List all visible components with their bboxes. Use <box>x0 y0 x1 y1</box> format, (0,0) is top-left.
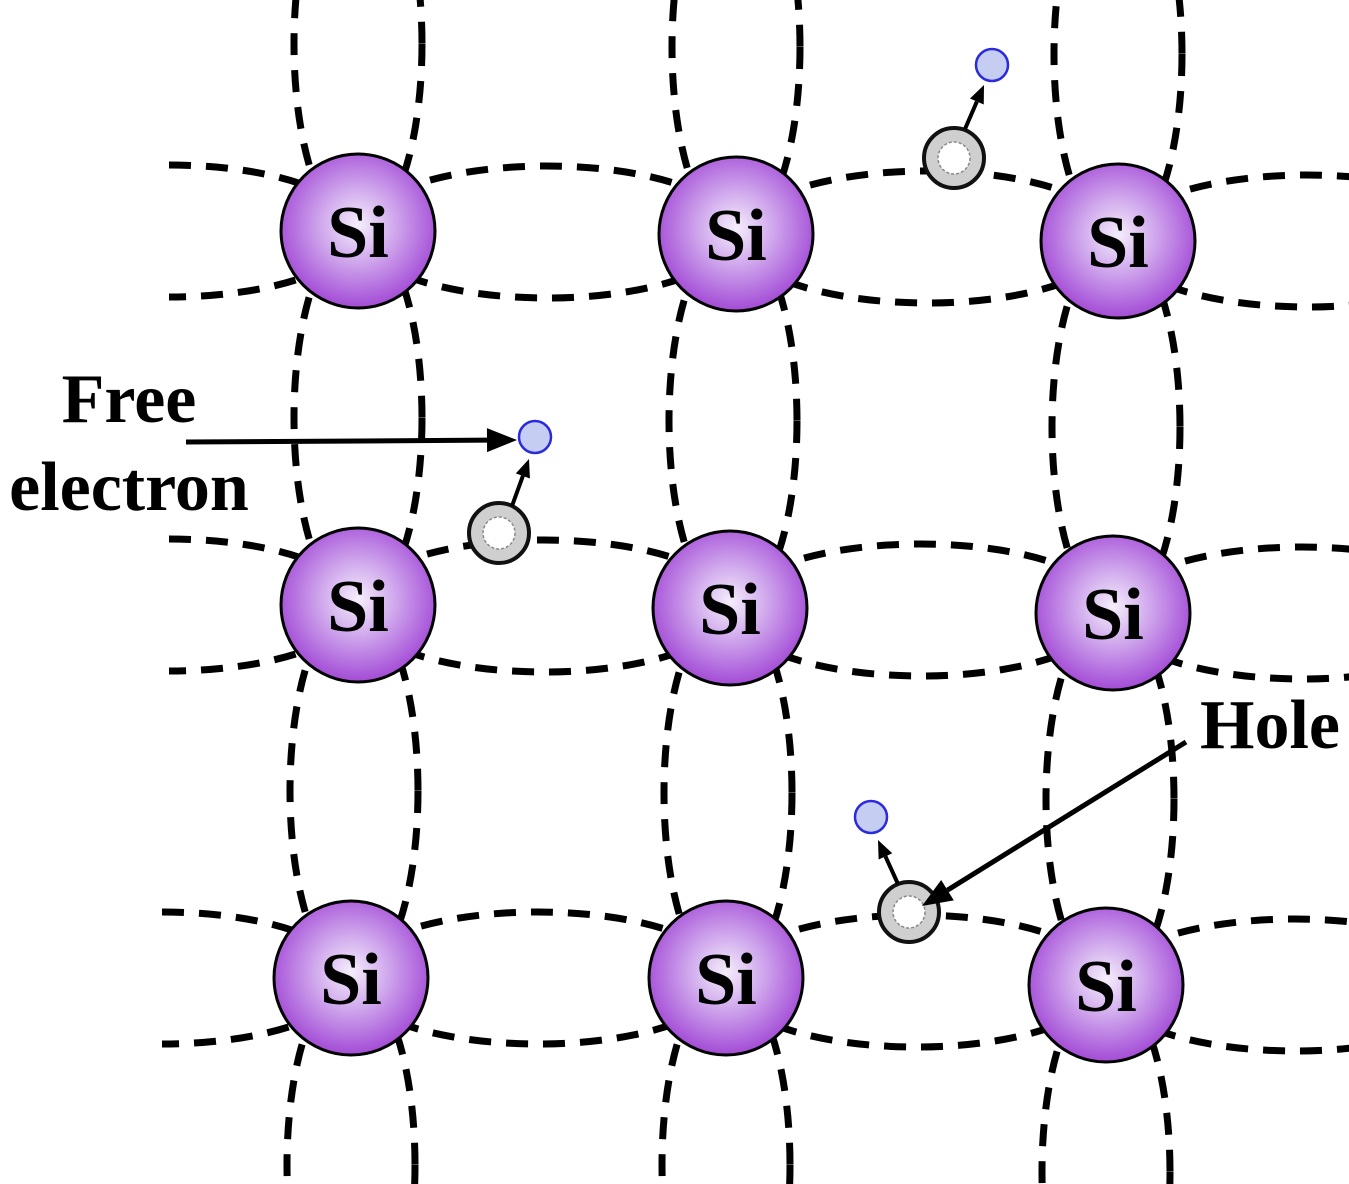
covalent-bond-left-edge <box>168 161 362 301</box>
covalent-bond-vertical <box>660 602 796 984</box>
free-electron-arrow <box>185 437 488 445</box>
free-electron-label-line1: Free <box>61 361 197 438</box>
covalent-bond-vertical <box>1038 981 1174 1184</box>
covalent-bond-vertical <box>286 600 422 982</box>
si-atom-label: Si <box>705 195 767 277</box>
hole-inner <box>892 895 926 929</box>
electron-escape-arrow-bottom <box>883 855 900 885</box>
electron-escape-arrow-top-head <box>969 85 984 105</box>
si-atom-label: Si <box>695 939 757 1021</box>
si-atom <box>651 529 809 687</box>
si-atom <box>657 155 815 313</box>
si-atom-label: Si <box>1082 574 1144 656</box>
si-atom-label: Si <box>327 566 389 648</box>
si-atom <box>279 152 437 310</box>
covalent-bond-vertical <box>665 230 801 612</box>
hole-label: Hole <box>1200 687 1340 764</box>
covalent-bond-vertical <box>668 0 804 238</box>
covalent-bond-left-edge <box>168 535 362 675</box>
si-atom <box>1039 162 1197 320</box>
si-atom-label: Si <box>1087 202 1149 284</box>
hole-arrow <box>946 739 1188 893</box>
covalent-bond-vertical <box>658 974 794 1184</box>
free-electron <box>974 47 1010 83</box>
covalent-bond-vertical <box>290 227 426 609</box>
si-atom <box>1034 534 1192 692</box>
si-atom <box>272 899 430 1057</box>
hole-arrow-head <box>922 879 954 906</box>
si-atom-label: Si <box>320 939 382 1021</box>
si-atom-label: Si <box>327 192 389 274</box>
si-atom <box>1027 906 1185 1064</box>
free-electron-arrow-head <box>486 428 517 453</box>
free-electron <box>853 799 889 835</box>
covalent-bond-vertical <box>1050 0 1186 245</box>
free-electron-label: Free electron <box>0 356 258 532</box>
covalent-bond-vertical <box>290 0 426 235</box>
electron-escape-arrow-middle <box>510 475 525 507</box>
covalent-bond-vertical <box>283 974 419 1184</box>
electron-escape-arrow-middle-head <box>515 459 530 479</box>
free-electron <box>517 419 553 455</box>
covalent-bond-vertical <box>1042 608 1178 990</box>
hole-inner <box>482 516 516 550</box>
free-electron-label-line2: electron <box>9 449 249 526</box>
electron-escape-arrow-bottom-head <box>878 840 893 860</box>
si-atom-label: Si <box>1075 946 1137 1028</box>
hole-inner <box>937 141 971 175</box>
si-atom <box>279 526 437 684</box>
si-atom-label: Si <box>699 569 761 651</box>
covalent-bond-vertical <box>1048 236 1184 618</box>
si-atom <box>647 899 805 1057</box>
covalent-bond-left-edge <box>161 908 355 1048</box>
electron-escape-arrow-top <box>963 100 979 130</box>
